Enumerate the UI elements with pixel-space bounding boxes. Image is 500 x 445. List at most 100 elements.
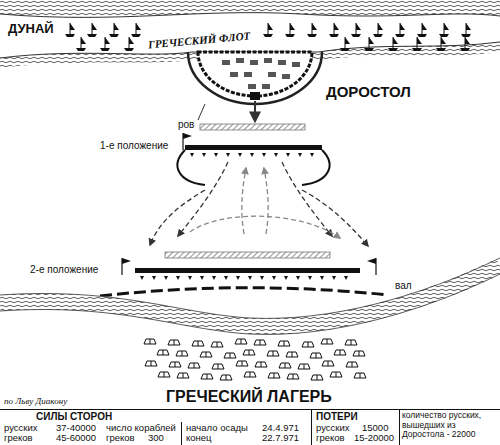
ship-hull: [412, 48, 422, 51]
moat-label: ров: [176, 119, 196, 130]
ship-sail: [268, 23, 273, 30]
tent: [267, 351, 279, 356]
moat-leader: [198, 104, 205, 120]
ship-hull: [417, 34, 427, 37]
table-cell: 37-40000: [56, 423, 96, 433]
rampart-edge-bottom: [0, 274, 500, 334]
ship-sail: [105, 37, 110, 44]
infantry-marks-1: [190, 153, 314, 157]
house: [222, 60, 230, 65]
table-cell: 22.7.971: [262, 433, 299, 443]
tent-door: [317, 375, 318, 380]
infantry-mark: [310, 153, 314, 157]
tent-door: [308, 342, 309, 347]
tent-door: [359, 351, 360, 356]
tent-door: [183, 373, 184, 378]
infantry-mark: [190, 153, 194, 157]
infantry-mark: [272, 276, 276, 280]
tent-door: [340, 350, 341, 355]
table-header: ПОТЕРИ: [316, 411, 358, 422]
tent-door: [285, 363, 286, 368]
ship-hull: [436, 48, 446, 51]
tent: [345, 340, 357, 345]
fleet-label: ГРЕЧЕСКИЙ ФЛОТ: [146, 29, 253, 50]
table-cell: 15000: [362, 423, 388, 433]
camp-name: ГРЕЧЕСКИЙ ЛАГЕРЬ: [166, 388, 332, 406]
tent-door: [316, 353, 317, 358]
tent-door: [217, 342, 218, 347]
tent: [279, 363, 291, 368]
rampart-label: вал: [393, 280, 414, 291]
camp-tents: [144, 339, 366, 380]
ship-sail: [345, 37, 350, 44]
ship-sail: [312, 23, 317, 30]
ship-sail: [114, 23, 119, 30]
rampart-edge-top: [0, 258, 500, 318]
infantry-mark: [214, 153, 218, 157]
table-cell: 300: [148, 433, 164, 443]
tent: [287, 374, 299, 379]
infantry-mark: [188, 276, 192, 280]
tent-door: [352, 362, 353, 367]
ship-hull: [131, 34, 141, 37]
house: [230, 72, 238, 77]
table-cell: 45-60000: [56, 433, 96, 443]
tent-door: [351, 340, 352, 345]
tent-door: [230, 353, 231, 358]
tent-door: [174, 340, 175, 345]
ship-hull: [124, 48, 134, 51]
ship-sail: [290, 23, 295, 30]
ship-sail: [356, 23, 361, 30]
infantry-mark: [286, 153, 290, 157]
tent-door: [273, 351, 274, 356]
tent: [286, 352, 298, 357]
tent: [353, 351, 365, 356]
tent: [334, 350, 346, 355]
table-cell: 15-20000: [354, 433, 394, 443]
river-bank-top-line: [0, 13, 500, 18]
infantry-mark: [308, 276, 312, 280]
ship-hull: [329, 34, 339, 37]
tent-door: [336, 372, 337, 377]
tent: [212, 364, 224, 369]
ship-sail: [417, 37, 422, 44]
ship-sail: [378, 23, 383, 30]
tent: [236, 361, 248, 366]
rampart-band: [0, 266, 500, 326]
house: [268, 72, 276, 77]
house: [264, 58, 272, 63]
ship-sail: [92, 23, 97, 30]
ship-sail: [444, 23, 449, 30]
table-cell: греков: [4, 433, 33, 443]
house: [236, 58, 244, 63]
greek-line-2: [165, 252, 330, 258]
tent-door: [175, 362, 176, 367]
ship-symbols: [65, 23, 471, 51]
ship-hull: [373, 34, 383, 37]
tent: [211, 342, 223, 347]
ship-hull: [87, 34, 97, 37]
tent: [188, 363, 200, 368]
infantry-mark: [140, 276, 144, 280]
tent-door: [304, 364, 305, 369]
rampart-troops: [100, 288, 388, 296]
tent-door: [274, 373, 275, 378]
tent: [224, 353, 236, 358]
fortress-gate: [250, 92, 260, 100]
infantry-mark: [200, 276, 204, 280]
house: [250, 60, 258, 65]
ship-hull: [439, 34, 449, 37]
infantry-mark: [248, 276, 252, 280]
fortress-wall: [198, 52, 312, 96]
russian-line-1: [185, 145, 322, 150]
infantry-mark: [332, 276, 336, 280]
ship-hull: [351, 34, 361, 37]
tent-door: [242, 361, 243, 366]
tent-door: [150, 339, 151, 344]
position-label: 2-е положение: [30, 264, 98, 275]
tent-door: [241, 339, 242, 344]
tent-door: [260, 340, 261, 345]
ship-sail: [136, 23, 141, 30]
